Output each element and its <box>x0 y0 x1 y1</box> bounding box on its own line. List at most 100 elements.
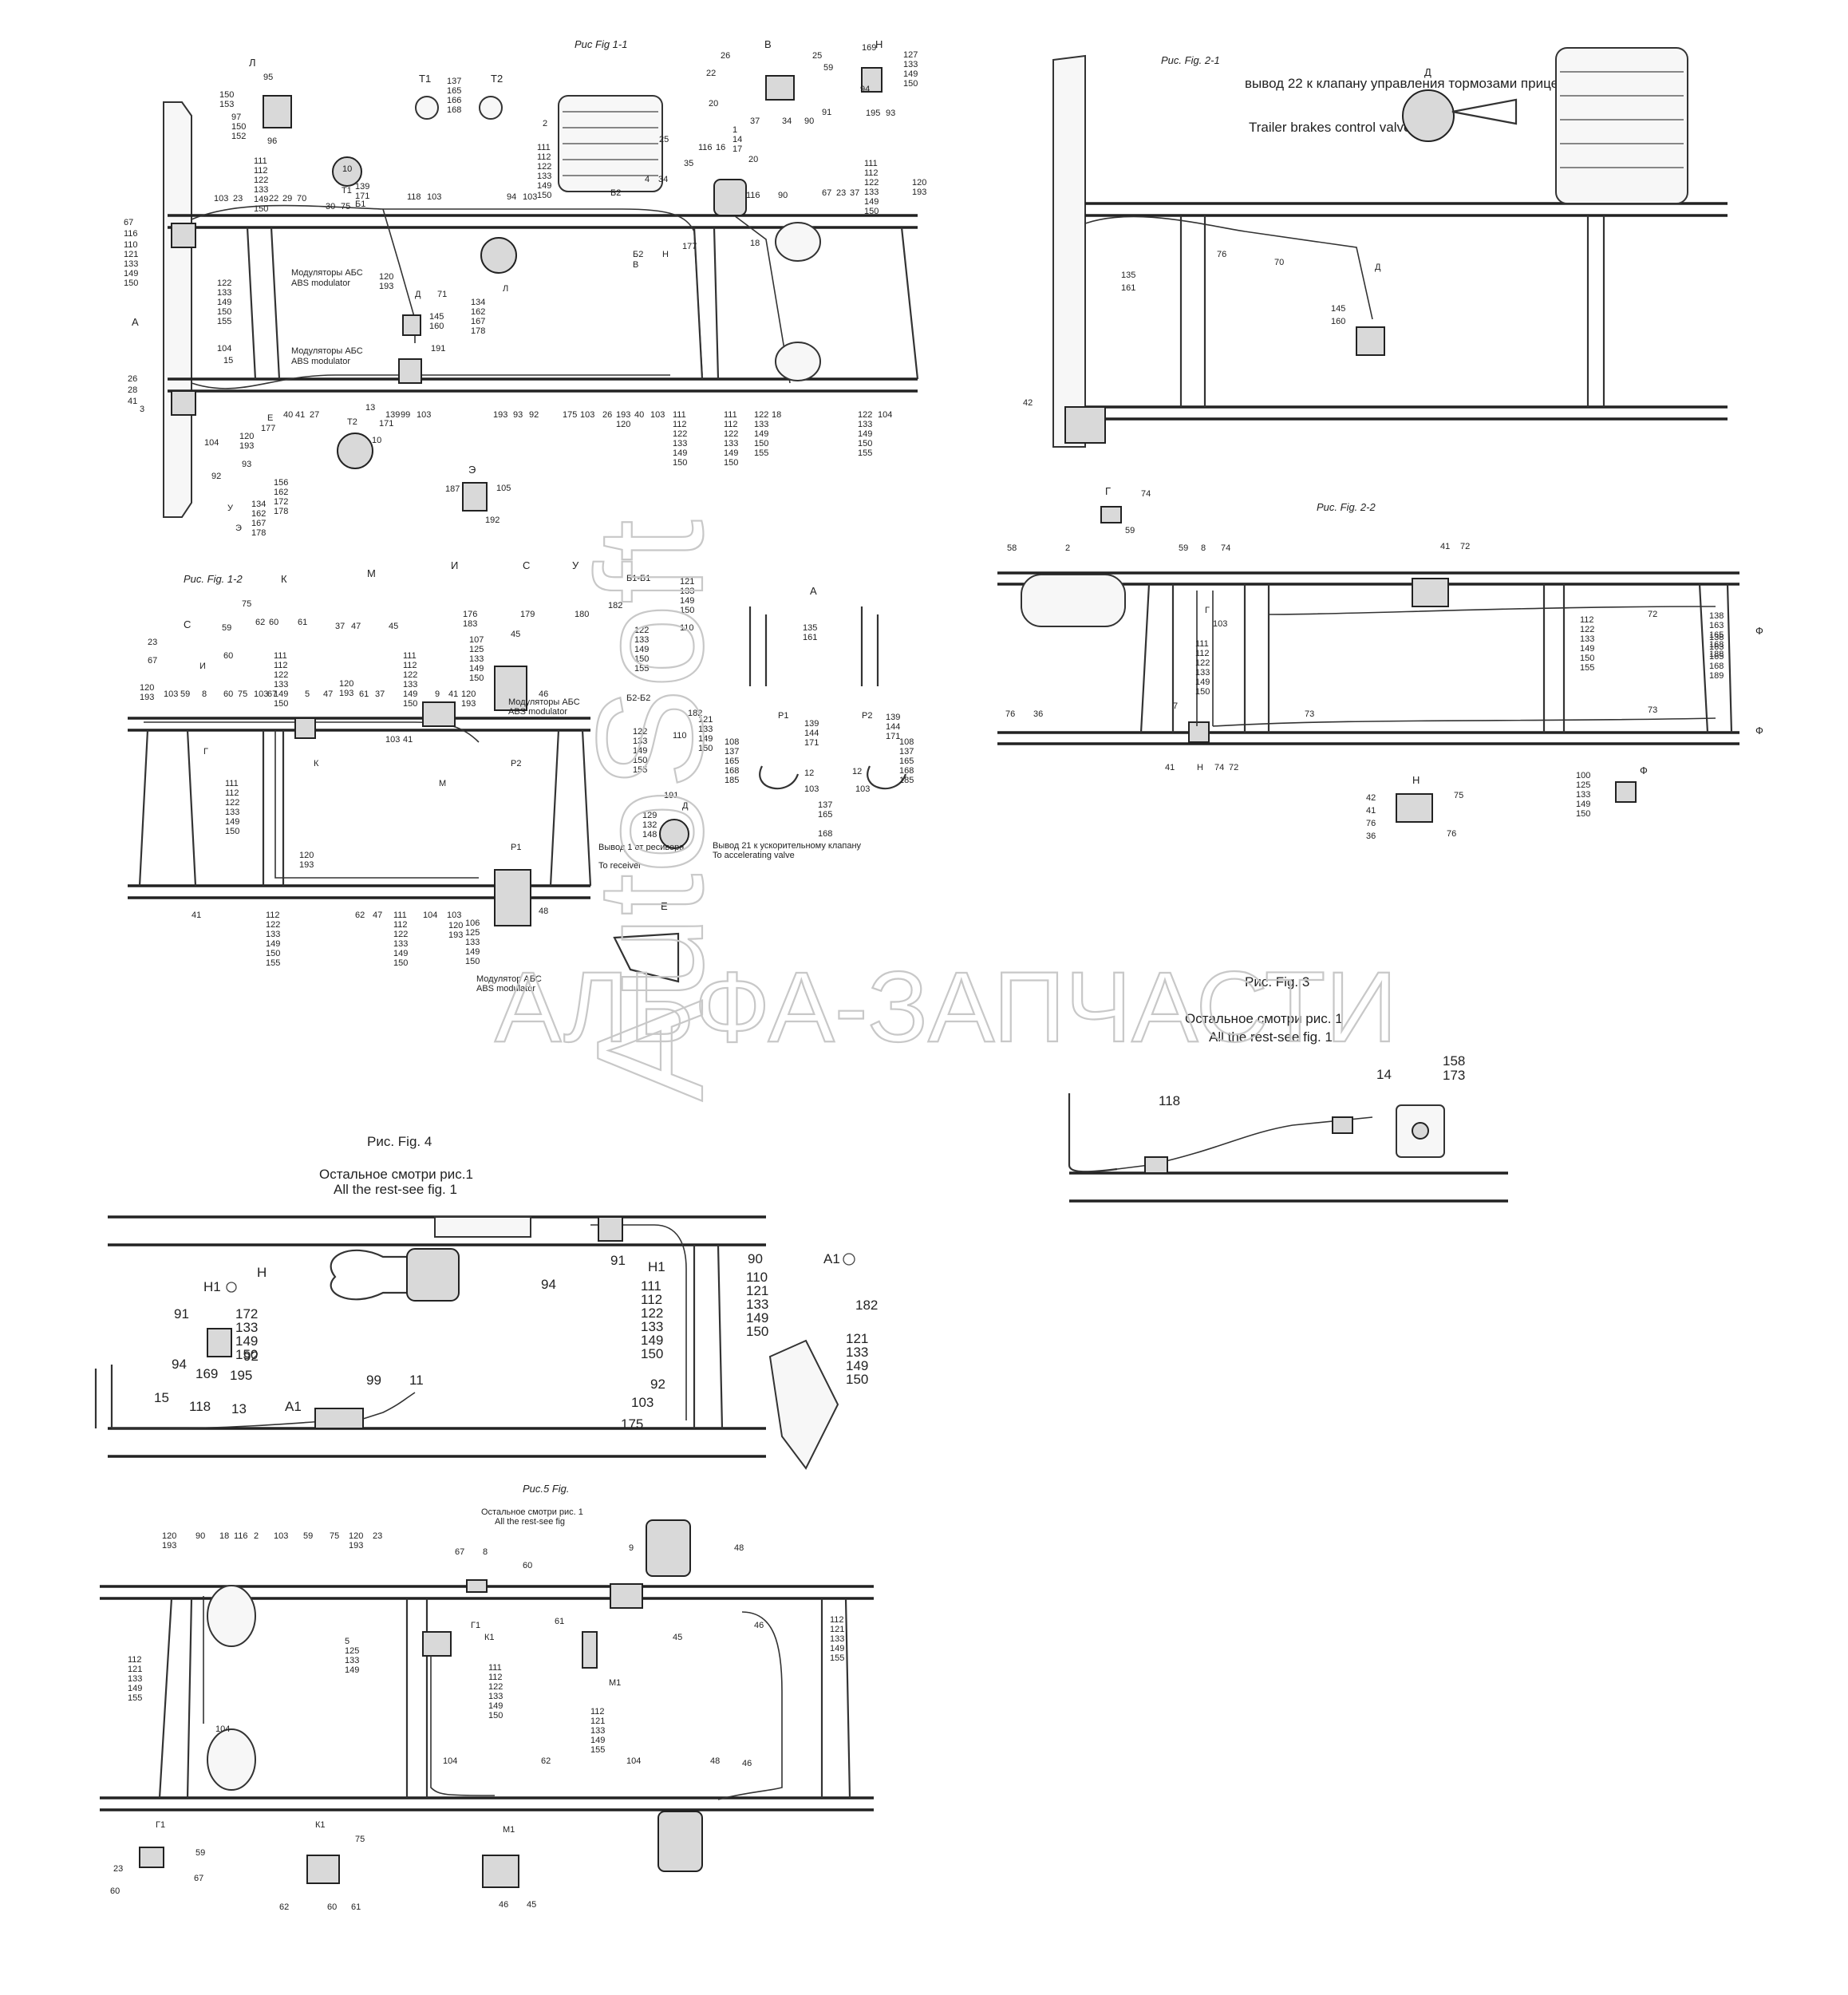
callout-stack-item: 155 <box>634 664 649 674</box>
callout-stack-item: 149 <box>393 949 408 958</box>
callout-191: 191 <box>431 344 445 354</box>
callout-175b: 175 <box>621 1416 643 1432</box>
callout-110b: 110 <box>673 731 687 741</box>
callout-l-b: Л <box>503 284 508 294</box>
fig-2-1-valve-145 <box>1356 326 1385 356</box>
callout-60b: 60 <box>269 618 278 627</box>
callout-41g: 41 <box>1165 763 1175 772</box>
callout-76b: 76 <box>1005 709 1015 719</box>
callout-75f: 75 <box>355 1835 365 1844</box>
callout-stack-item: 150 <box>1195 687 1210 697</box>
callout-13b: 13 <box>231 1401 247 1416</box>
callout-91: 91 <box>822 108 831 117</box>
callout-59d: 59 <box>1125 526 1135 535</box>
callout-stack-item: 156 <box>274 478 288 488</box>
fig-1-2-cross-2 <box>262 730 285 886</box>
abs-modulator-lower <box>398 358 422 384</box>
callout-stack-item: 111 <box>673 410 686 420</box>
callout-stack-item: 5 <box>345 1637 349 1646</box>
callout-stack-item: 112 <box>128 1655 142 1665</box>
callout-103g: 103 <box>164 689 178 699</box>
callout-61d: 61 <box>351 1902 361 1912</box>
fig-2-1-rail-upper <box>1085 202 1728 217</box>
callout-99a: 99 <box>401 410 410 420</box>
fig-5-pipe-46 <box>717 1611 783 1800</box>
callout-m-a: М <box>367 567 376 579</box>
fig-2-2: Рис. Fig. 2-2 Г 74 59 58 2 59 8 74 41 72… <box>997 485 1763 841</box>
callout-stack-item: 149 <box>864 197 879 207</box>
callout-stack-item: 150 <box>903 79 918 89</box>
fig-4-pipe-90 <box>590 1224 687 1420</box>
callout-stack-item: 149 <box>903 69 918 79</box>
callout-r1-a: Р1 <box>511 843 521 852</box>
callout-41a: 41 <box>128 397 137 406</box>
callout-116a: 116 <box>124 229 138 239</box>
fig-2-2-caption: Рис. Fig. 2-2 <box>1317 501 1376 513</box>
callout-stack-item: 133 <box>846 1345 868 1360</box>
callout-90b: 90 <box>778 191 788 200</box>
callout-n: Н <box>875 38 883 50</box>
fig-3-note-ru: Остальное смотри рис. 1 <box>1185 1011 1343 1026</box>
callout-41b: 41 <box>295 410 305 420</box>
callout-94d: 94 <box>172 1357 187 1372</box>
callout-18a: 18 <box>750 239 760 248</box>
fig-5-note-ru: Остальное смотри рис. 1 <box>481 1507 583 1517</box>
callout-180: 180 <box>575 610 589 619</box>
fig-4-cross <box>693 1244 724 1429</box>
callout-stack-item: 112 <box>830 1615 844 1625</box>
callout-193a: 193 <box>493 410 507 420</box>
callout-139: 139 <box>355 182 369 192</box>
callout-e-b: Е <box>661 900 668 912</box>
callout-stack-item: 122 <box>858 410 872 420</box>
callout-11: 11 <box>409 1373 424 1388</box>
callout-150b: 150 <box>231 122 246 132</box>
callout-stack-item: 150 <box>754 439 768 448</box>
callout-22b: 22 <box>269 194 278 203</box>
callout-103h: 103 <box>254 689 268 699</box>
callout-168c: 168 <box>818 829 832 839</box>
callout-stack-item: 122 <box>634 626 649 635</box>
callout-171c: 171 <box>804 738 819 748</box>
callout-stack-item: 155 <box>633 765 647 775</box>
fig-2-2-cross-2 <box>1243 584 1270 733</box>
callout-144a: 144 <box>804 729 819 738</box>
callout-179: 179 <box>520 610 535 619</box>
callout-67f: 67 <box>194 1874 203 1883</box>
callout-195b: 195 <box>230 1368 252 1383</box>
callout-stack-item: 112 <box>641 1292 662 1307</box>
watermark-text-en: AutoSoft <box>566 519 735 1101</box>
fig-4-note-en: All the rest-see fig. 1 <box>334 1182 457 1197</box>
callout-92c: 92 <box>243 1349 259 1364</box>
callout-stack-item: 111 <box>488 1663 502 1673</box>
callout-s-a: С <box>184 618 191 630</box>
callout-stack-item: 36 <box>1366 832 1376 841</box>
callout-171b: 171 <box>379 419 393 429</box>
callout-stack-item: 111 <box>537 143 551 152</box>
callout-stack-item: 112 <box>266 911 280 920</box>
fig-5-valve-k1 <box>422 1631 452 1657</box>
callout-stack-item: 149 <box>633 746 647 756</box>
callout-f-b: Ф <box>1755 725 1763 737</box>
callout-9b: 9 <box>629 1543 634 1553</box>
fig-1-2-connector-d <box>659 819 689 849</box>
callout-e2-b: Э <box>468 464 476 476</box>
callout-stack-item: 188 <box>1709 650 1724 659</box>
callout-29: 29 <box>282 194 292 203</box>
callout-94c: 94 <box>541 1277 556 1292</box>
fig-5-caption: Рис.5 Fig. <box>523 1483 570 1495</box>
callout-stack-item: 137 <box>447 77 461 86</box>
callout-r1-b: Р1 <box>778 711 788 721</box>
fig-5-detail-m1 <box>482 1855 519 1888</box>
callout-37c: 37 <box>335 622 345 631</box>
